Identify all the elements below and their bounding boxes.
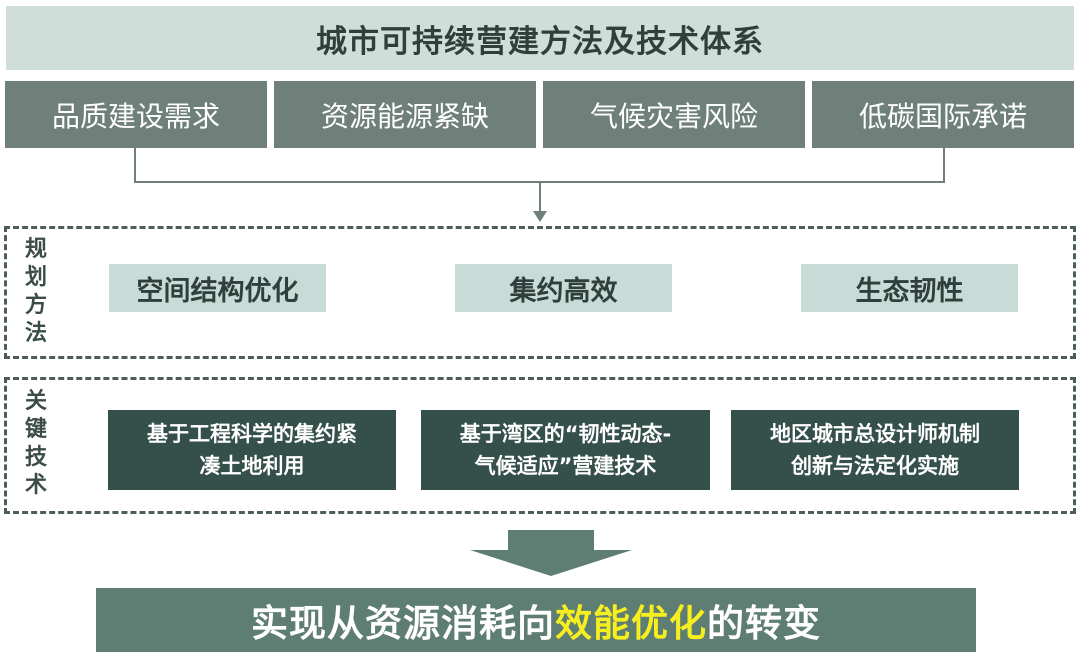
result-suffix: 的转变 xyxy=(707,602,821,645)
tech-land-use-line2: 凑土地利用 xyxy=(199,454,305,478)
tech-chief-designer: 地区城市总设计师机制 创新与法定化实施 xyxy=(731,410,1019,490)
tech-climate-adaptation-line1: 基于湾区的“韧性动态- xyxy=(459,422,672,446)
driver-lowcarbon-commitment: 低碳国际承诺 xyxy=(812,81,1074,148)
tech-land-use: 基于工程科学的集约紧 凑土地利用 xyxy=(108,410,396,490)
big-arrow-down-icon xyxy=(470,530,632,576)
tech-chief-designer-line1: 地区城市总设计师机制 xyxy=(770,422,980,446)
connector-stem xyxy=(539,181,541,215)
result-banner: 实现从资源消耗向效能优化的转变 xyxy=(96,588,976,652)
method-spatial-structure: 空间结构优化 xyxy=(109,264,326,312)
diagram-title: 城市可持续营建方法及技术体系 xyxy=(6,6,1074,70)
result-highlight: 效能优化 xyxy=(555,602,707,645)
tech-section-label: 关键技术 xyxy=(21,388,51,500)
method-intensive-efficiency: 集约高效 xyxy=(455,264,672,312)
tech-chief-designer-line2: 创新与法定化实施 xyxy=(791,454,959,478)
planning-section-label: 规划方法 xyxy=(21,236,51,348)
planning-section xyxy=(4,226,1076,359)
driver-resource-shortage: 资源能源紧缺 xyxy=(274,81,536,148)
tech-land-use-line1: 基于工程科学的集约紧 xyxy=(147,422,357,446)
tech-climate-adaptation-line2: 气候适应”营建技术 xyxy=(474,454,657,478)
arrow-down-icon xyxy=(533,211,547,222)
connector-left xyxy=(134,148,136,183)
driver-quality-demand: 品质建设需求 xyxy=(5,81,267,148)
driver-climate-risk: 气候灾害风险 xyxy=(543,81,805,148)
result-prefix: 实现从资源消耗向 xyxy=(251,602,555,645)
method-ecological-resilience: 生态韧性 xyxy=(801,264,1018,312)
planning-label-text: 规划方法 xyxy=(24,237,47,346)
tech-label-text: 关键技术 xyxy=(24,389,47,498)
connector-right xyxy=(943,148,945,183)
tech-section xyxy=(4,377,1076,514)
tech-climate-adaptation: 基于湾区的“韧性动态- 气候适应”营建技术 xyxy=(421,410,710,490)
